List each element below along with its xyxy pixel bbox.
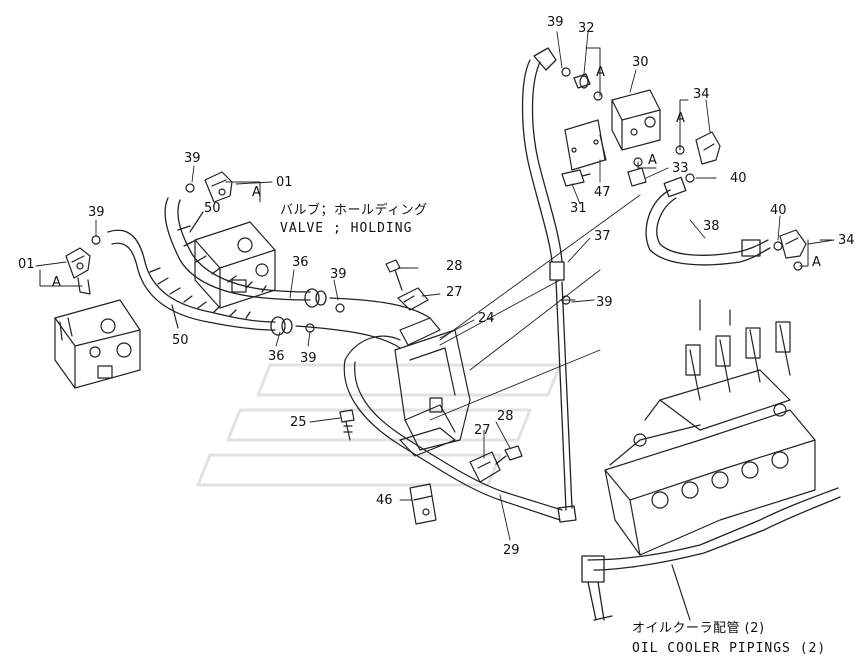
callout-25: 25 <box>290 415 307 430</box>
callout-46: 46 <box>376 493 393 508</box>
elbow-fitting-01-left <box>65 247 91 295</box>
caption-cooler-jp: オイルクーラ配管 (2) <box>632 621 765 636</box>
callout-33: 33 <box>672 161 689 176</box>
leaders <box>35 31 835 541</box>
leader-50b <box>171 304 179 329</box>
callout-a: A <box>52 275 61 290</box>
elbow-34-upper <box>695 131 721 165</box>
callout-34: 34 <box>693 87 710 102</box>
callout-32: 32 <box>578 21 595 36</box>
a-brackets <box>39 47 833 287</box>
elbow-fitting-01-upper <box>204 171 233 203</box>
callout-39: 39 <box>88 205 105 220</box>
callout-a: A <box>812 255 821 270</box>
callout-28: 28 <box>497 409 514 424</box>
bolt-28-upper <box>385 259 403 291</box>
fitting-31 <box>561 169 591 187</box>
leader-cooler <box>671 564 691 621</box>
oil-cooler-pipings <box>581 487 841 621</box>
callout-a: A <box>676 111 685 126</box>
callout-37: 37 <box>594 229 611 244</box>
callout-39: 39 <box>330 267 347 282</box>
callout-30: 30 <box>632 55 649 70</box>
callout-47: 47 <box>594 185 611 200</box>
holding-valve-left <box>54 299 141 389</box>
watermark <box>196 363 562 487</box>
callout-a: A <box>648 153 657 168</box>
fitting-32 <box>573 73 591 89</box>
callout-39: 39 <box>184 151 201 166</box>
hose-50-upper <box>164 197 327 308</box>
callout-27: 27 <box>446 285 463 300</box>
hose-50-lower <box>107 229 293 336</box>
callout-28: 28 <box>446 259 463 274</box>
block-30 <box>611 89 661 151</box>
bolt-28-lower <box>495 445 523 465</box>
callout-29: 29 <box>503 543 520 558</box>
callout-50: 50 <box>204 201 221 216</box>
control-valve <box>604 299 816 556</box>
bracket-24 <box>394 329 471 457</box>
callout-34: 34 <box>838 233 855 248</box>
clamp-27-lower <box>469 451 501 483</box>
clamp-27-upper <box>397 287 429 311</box>
plate-47 <box>564 119 607 171</box>
callout-27: 27 <box>474 423 491 438</box>
callout-36: 36 <box>268 349 285 364</box>
callout-50: 50 <box>172 333 189 348</box>
hose-37 <box>521 47 577 523</box>
callout-39: 39 <box>596 295 613 310</box>
fitting-33 <box>627 167 647 187</box>
callout-a: A <box>596 65 605 80</box>
caption-valve-jp: バルブ；ホールディング <box>280 203 428 218</box>
callout-31: 31 <box>570 201 587 216</box>
callout-40: 40 <box>770 203 787 218</box>
holding-valve-upper <box>194 221 276 309</box>
connector-lines <box>429 194 641 421</box>
caption-cooler-en: OIL COOLER PIPINGS (2) <box>632 641 827 656</box>
callout-40: 40 <box>730 171 747 186</box>
hose-38 <box>645 176 771 266</box>
caption-valve-en: VALVE ; HOLDING <box>280 221 413 236</box>
bolt-25 <box>339 409 355 441</box>
bracket-46 <box>409 483 437 525</box>
leader-50a <box>189 211 204 233</box>
callout-38: 38 <box>703 219 720 234</box>
callout-39: 39 <box>300 351 317 366</box>
callout-a: A <box>252 185 261 200</box>
callout-01: 01 <box>18 257 35 272</box>
elbow-34-right <box>779 229 807 259</box>
callout-36: 36 <box>292 255 309 270</box>
callout-01: 01 <box>276 175 293 190</box>
callout-39: 39 <box>547 15 564 30</box>
callout-24: 24 <box>478 311 495 326</box>
pipe-run-middle <box>295 297 563 521</box>
